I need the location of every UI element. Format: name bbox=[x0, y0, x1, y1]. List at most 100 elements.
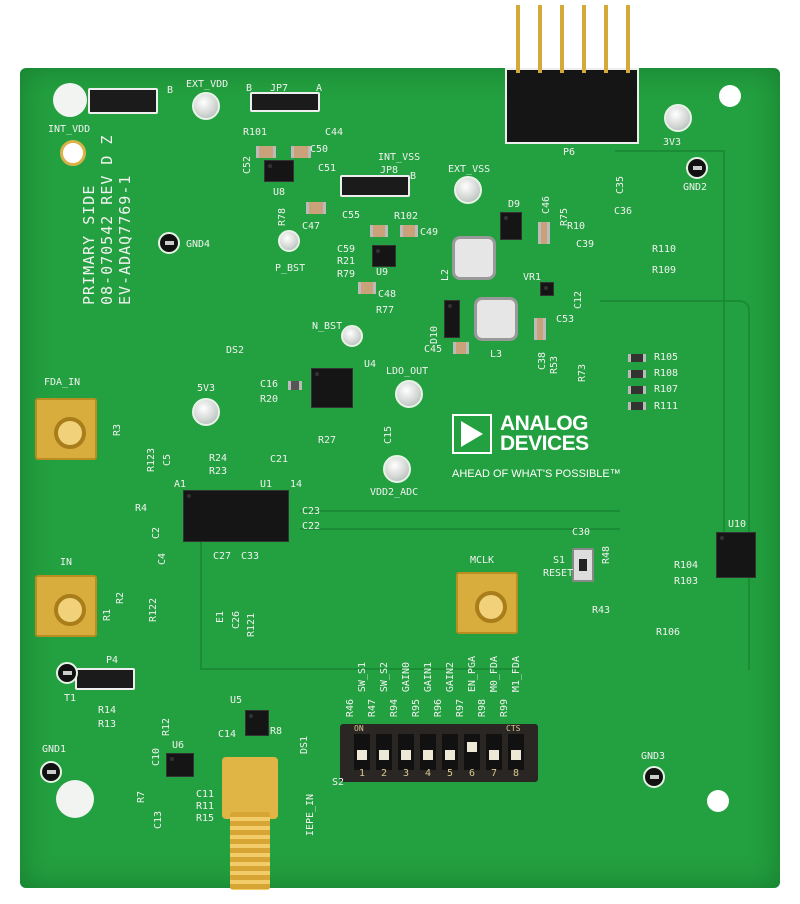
silk-label: C22 bbox=[302, 521, 321, 532]
capacitor-c38 bbox=[534, 318, 546, 340]
capacitor-c46 bbox=[538, 222, 550, 244]
silk-label: C38 bbox=[537, 351, 549, 371]
silk-label: R10 bbox=[567, 221, 586, 232]
silk-label: R121 bbox=[246, 612, 258, 638]
silk-label: C44 bbox=[325, 127, 344, 138]
test-point-3v3[interactable] bbox=[664, 104, 692, 132]
dip-brand-label: CTS bbox=[506, 724, 521, 733]
inductor-l2 bbox=[452, 236, 496, 280]
inductor-l3 bbox=[474, 297, 518, 341]
silk-label: C14 bbox=[218, 729, 237, 740]
logo-line1: ANALOG bbox=[500, 412, 589, 435]
pin-header-p6[interactable] bbox=[505, 68, 639, 144]
dip-switch-5[interactable] bbox=[442, 734, 458, 770]
silk-label: INT_VSS bbox=[378, 152, 421, 163]
test-point-ldo-out[interactable] bbox=[395, 380, 423, 408]
capacitor-c50 bbox=[291, 146, 311, 158]
test-point-ext-vdd[interactable] bbox=[192, 92, 220, 120]
dip-switch-7[interactable] bbox=[486, 734, 502, 770]
dip-number: 4 bbox=[425, 768, 432, 779]
dip-number: 7 bbox=[491, 768, 498, 779]
silk-label: R95 bbox=[411, 699, 422, 718]
silk-label: MCLK bbox=[470, 555, 495, 566]
ic-u4 bbox=[311, 368, 353, 408]
dip-number: 6 bbox=[469, 768, 476, 779]
silk-label: R15 bbox=[196, 813, 215, 824]
reset-button-s1[interactable] bbox=[572, 548, 594, 582]
dip-switch-6[interactable] bbox=[464, 734, 480, 770]
header-pin bbox=[560, 5, 564, 73]
silk-label: R108 bbox=[654, 368, 679, 379]
jumper-jp8[interactable] bbox=[340, 175, 410, 197]
capacitor-c52 bbox=[256, 146, 276, 158]
silk-label: C45 bbox=[424, 344, 443, 355]
ic-u1-adc bbox=[183, 490, 289, 542]
header-pin bbox=[604, 5, 608, 73]
analog-devices-logo-mark bbox=[452, 414, 492, 454]
test-point-5v3[interactable] bbox=[192, 398, 220, 426]
silk-label: INT_VDD bbox=[48, 124, 91, 135]
silk-label: R24 bbox=[209, 453, 228, 464]
silk-label: P_BST bbox=[275, 263, 306, 274]
mounting-hole bbox=[707, 790, 729, 812]
jumper-jp5[interactable] bbox=[88, 88, 158, 114]
silk-label: C26 bbox=[231, 610, 243, 630]
silk-label: JP7 bbox=[270, 83, 289, 94]
dip-number: 3 bbox=[403, 768, 410, 779]
dip-switch-1[interactable] bbox=[354, 734, 370, 770]
dip-switch-3[interactable] bbox=[398, 734, 414, 770]
silk-label: GND4 bbox=[186, 239, 211, 250]
test-point-gnd4[interactable] bbox=[158, 232, 180, 254]
dip-switch-2[interactable] bbox=[376, 734, 392, 770]
dip-switch-8[interactable] bbox=[508, 734, 524, 770]
test-point-n-bst[interactable] bbox=[341, 325, 363, 347]
sma-connector-in[interactable] bbox=[35, 575, 97, 637]
test-point-t1[interactable] bbox=[56, 662, 78, 684]
silk-label: R99 bbox=[499, 699, 510, 718]
silk-label: 14 bbox=[290, 479, 303, 490]
capacitor bbox=[400, 225, 418, 237]
header-pin bbox=[626, 5, 630, 73]
silk-label: C47 bbox=[302, 221, 321, 232]
header-pin bbox=[538, 5, 542, 73]
ic-u6 bbox=[166, 753, 194, 777]
silk-label: S2 bbox=[332, 777, 345, 788]
test-point-gnd2[interactable] bbox=[686, 157, 708, 179]
sma-connector-iepe-in[interactable] bbox=[222, 757, 278, 819]
sma-connector-mclk[interactable] bbox=[456, 572, 518, 634]
test-point-p-bst[interactable] bbox=[278, 230, 300, 252]
silk-label: C12 bbox=[573, 290, 585, 310]
silk-label: C13 bbox=[153, 810, 165, 830]
via-pad bbox=[60, 140, 86, 166]
silk-label: R2 bbox=[115, 591, 127, 605]
dip-switch-4[interactable] bbox=[420, 734, 436, 770]
silk-label: U10 bbox=[728, 519, 747, 530]
silk-label: U5 bbox=[230, 695, 243, 706]
silk-label: RESET bbox=[543, 568, 574, 579]
silk-label: R103 bbox=[674, 576, 699, 587]
ic-u9 bbox=[372, 245, 396, 267]
silk-label: U1 bbox=[260, 479, 273, 490]
silk-label: R12 bbox=[161, 717, 173, 737]
silk-label: R47 bbox=[367, 699, 378, 718]
dip-switch-s2[interactable]: ON CTS 1 2 3 4 5 6 7 8 bbox=[340, 724, 538, 782]
test-point-ext-vss[interactable] bbox=[454, 176, 482, 204]
silk-label: IEPE_IN bbox=[305, 793, 317, 837]
silk-label: A bbox=[316, 83, 323, 94]
jumper-jp7[interactable] bbox=[250, 92, 320, 112]
logo-line2: DEVICES bbox=[500, 432, 589, 455]
silk-label: 5V3 bbox=[197, 383, 216, 394]
silk-label: M0_FDA bbox=[489, 655, 500, 692]
test-point-gnd3[interactable] bbox=[643, 766, 665, 788]
silk-label: C49 bbox=[420, 227, 439, 238]
silk-label: GAIN1 bbox=[423, 661, 434, 692]
sma-connector-fda-in[interactable] bbox=[35, 398, 97, 460]
test-point-vdd2-adc[interactable] bbox=[383, 455, 411, 483]
resistor bbox=[628, 354, 646, 362]
regulator-vr1 bbox=[540, 282, 554, 296]
silk-label: M1_FDA bbox=[511, 655, 522, 692]
silk-label: P4 bbox=[106, 655, 119, 666]
silk-label: R101 bbox=[243, 127, 268, 138]
jumper-p4[interactable] bbox=[75, 668, 135, 690]
test-point-gnd1[interactable] bbox=[40, 761, 62, 783]
